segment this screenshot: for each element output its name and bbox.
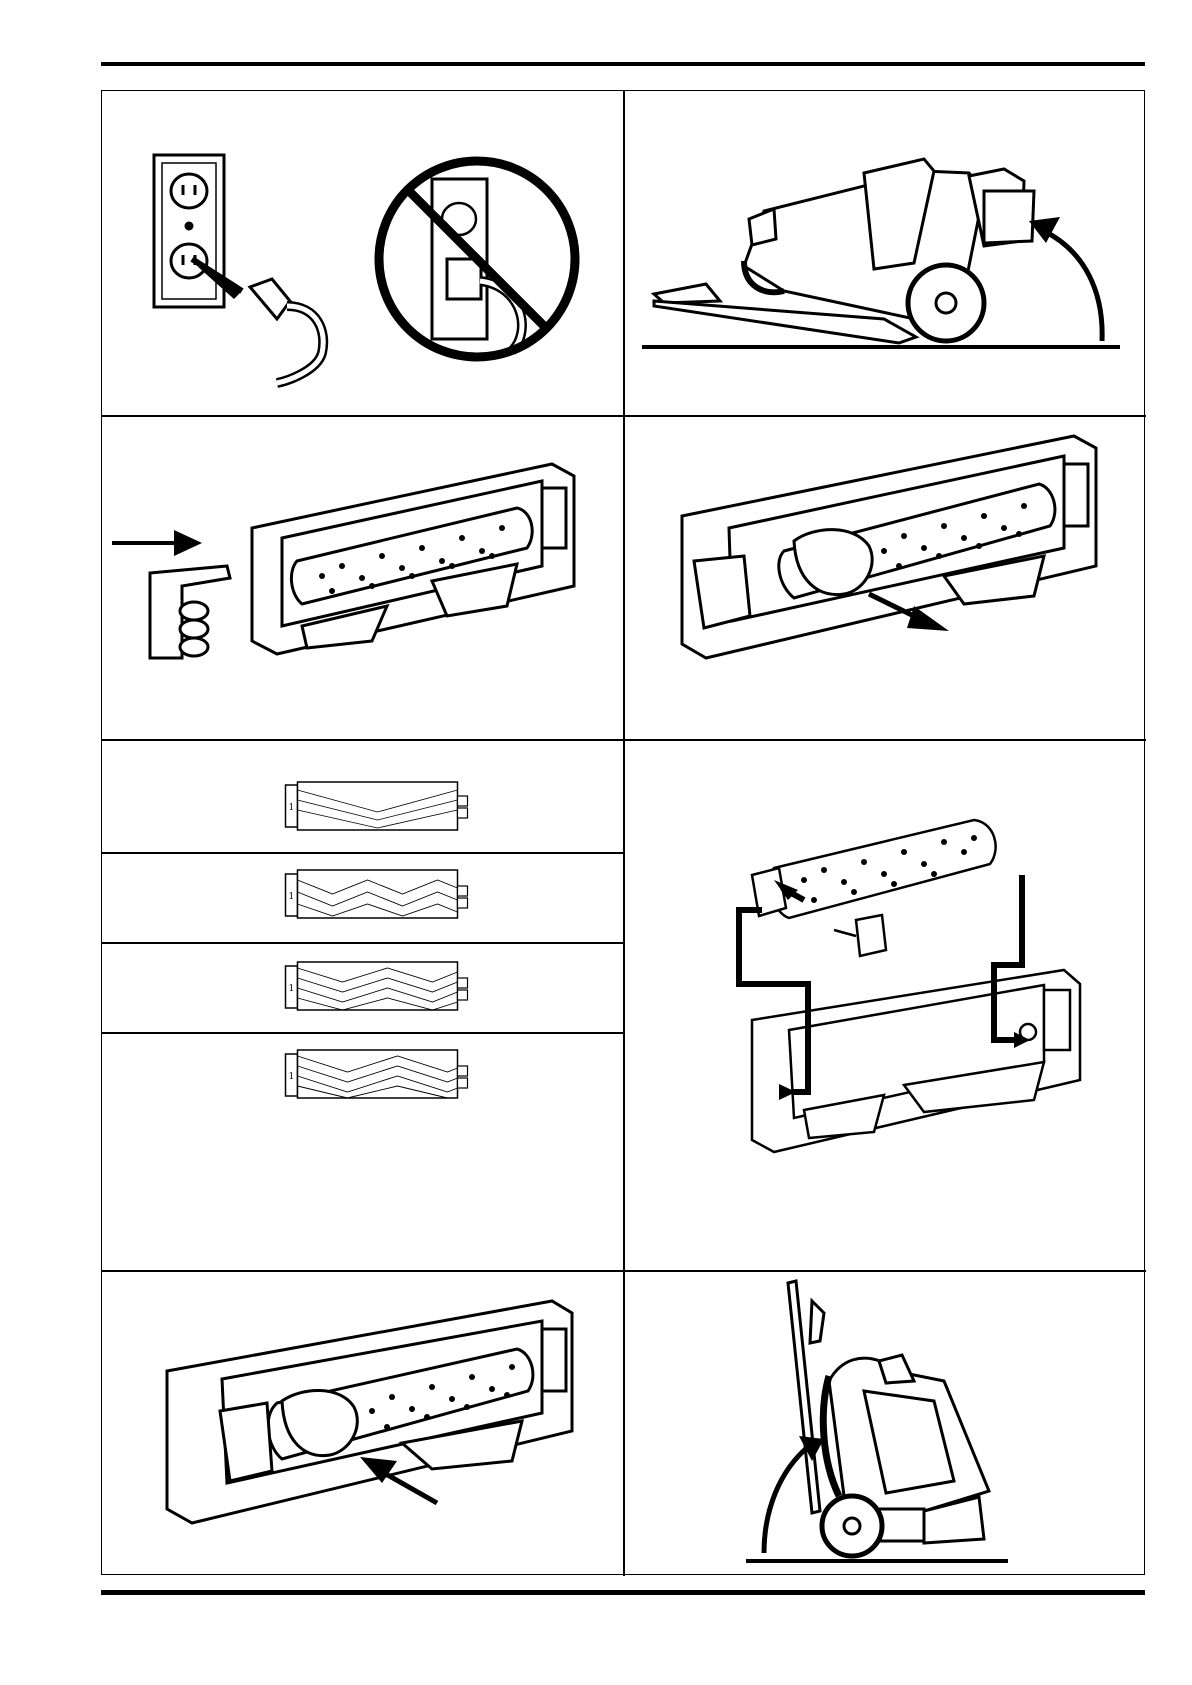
brush-housing-icon bbox=[624, 740, 1146, 1270]
brush-housing-icon bbox=[102, 416, 623, 739]
curved-up-arrow-icon bbox=[764, 1446, 809, 1553]
right-arrow-icon bbox=[112, 530, 202, 556]
brush-roll-option: 1 bbox=[102, 852, 624, 942]
brush-housing-icon bbox=[624, 416, 1146, 739]
brush-roll-option: 1 bbox=[102, 740, 624, 852]
illustration-grid: 1 1 1 bbox=[101, 90, 1145, 1575]
panel-install-exploded bbox=[624, 740, 1146, 1270]
panel-brush-types: 1 1 1 bbox=[102, 740, 623, 1270]
panel-upright bbox=[624, 1271, 1146, 1576]
footer-rule bbox=[101, 1590, 1145, 1595]
wall-outlet-icon bbox=[102, 91, 623, 415]
extractor-machine-icon bbox=[624, 91, 1146, 415]
extractor-upright-icon bbox=[624, 1271, 1146, 1576]
brush-roll-option: 1 bbox=[102, 1032, 624, 1132]
panel-remove-brush bbox=[624, 416, 1146, 739]
panel-unplug bbox=[102, 91, 623, 415]
roll-label: 1 bbox=[289, 984, 295, 994]
roll-label: 1 bbox=[289, 892, 295, 902]
roll-label: 1 bbox=[289, 803, 295, 813]
panel-insert-brush bbox=[102, 1271, 623, 1576]
panel-press-release bbox=[102, 416, 623, 739]
plug-removal-arrow-icon bbox=[192, 259, 323, 383]
header-rule bbox=[101, 62, 1145, 66]
panel-tilt-back bbox=[624, 91, 1146, 415]
brush-housing-icon bbox=[102, 1271, 623, 1576]
roll-label: 1 bbox=[289, 1072, 295, 1082]
brush-roll-option: 1 bbox=[102, 942, 624, 1032]
curved-up-arrow-icon bbox=[1044, 231, 1102, 341]
brush-roll-icon bbox=[770, 820, 996, 918]
prohibited-plugged-in-icon bbox=[379, 161, 575, 357]
finger-press-icon bbox=[150, 566, 230, 658]
